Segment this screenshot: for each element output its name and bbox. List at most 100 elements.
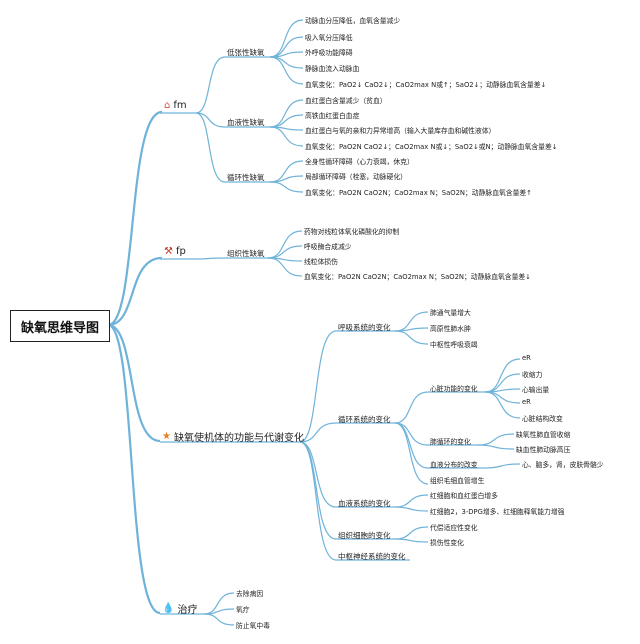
fm-connector-2 bbox=[195, 112, 226, 183]
branch-treat-label: 治疗 bbox=[177, 605, 198, 616]
root-connector-3 bbox=[107, 323, 161, 615]
hypo-leaf-4 bbox=[269, 56, 304, 85]
blood-leaf-1 bbox=[394, 506, 429, 512]
tissue-leaf-0 bbox=[394, 526, 429, 540]
root-connector-1 bbox=[107, 256, 163, 327]
branch-fm[interactable]: ⌂ fm bbox=[164, 100, 187, 111]
sub-respiratory[interactable]: 呼吸系统的变化 bbox=[338, 323, 391, 332]
sub-hypotonic[interactable]: 低张性缺氧 bbox=[227, 48, 265, 57]
lung-leaf-0 bbox=[477, 433, 515, 446]
root-connector-2 bbox=[107, 323, 161, 443]
changes-connector-1 bbox=[299, 422, 337, 443]
sub-cns[interactable]: 中枢神经系统的变化 bbox=[338, 552, 406, 561]
branch-changes[interactable]: ★ 缺氧使机体的功能与代谢变化 bbox=[162, 429, 304, 444]
leaf-tissue-0: 代偿适应性变化 bbox=[430, 524, 478, 532]
star-icon: ★ bbox=[162, 430, 171, 442]
leaf-resp-2: 中枢性呼吸衰竭 bbox=[430, 341, 478, 349]
histo-leaf-3 bbox=[267, 257, 303, 277]
heart-leaf-0 bbox=[484, 358, 521, 393]
leaf-tissue-1: 损伤性变化 bbox=[430, 539, 464, 547]
circ-leaf-2 bbox=[269, 181, 304, 193]
leaf-treat-1: 氧疗 bbox=[236, 606, 250, 614]
histo-leaf-1 bbox=[267, 245, 303, 259]
leaf-blood-1: 红细胞2，3-DPG增多、红细胞释氧能力增强 bbox=[430, 508, 565, 516]
leaf-histo-3: 血氧变化：PaO2N CaO2N；CaO2max N；SaO2N；动静脉血氧含量… bbox=[304, 273, 531, 281]
leaf-hemic-3: 血氧变化：PaO2N CaO2↓；CaO2max N或↓；SaO2↓或N；动静脉… bbox=[305, 143, 558, 151]
leaf-lung-1: 缺血性肺动脉高压 bbox=[516, 446, 571, 454]
circsys-connector-0 bbox=[394, 391, 429, 424]
tissue-leaf-1 bbox=[394, 538, 429, 543]
leaf-resp-0: 肺通气量增大 bbox=[430, 309, 471, 317]
blood-leaf-0 bbox=[394, 494, 429, 508]
leaf-heart-4: 心脏结构改变 bbox=[522, 415, 563, 423]
root-connector-0 bbox=[107, 110, 163, 327]
circsys-connector-3 bbox=[394, 422, 429, 485]
leaf-hemic-1: 高铁血红蛋白血症 bbox=[305, 112, 360, 120]
leaf-hypotonic-0: 动脉血分压降低，血氧含量减少 bbox=[305, 17, 401, 25]
histo-leaf-0 bbox=[267, 230, 303, 259]
leaf-blood-0: 红细胞和血红蛋白增多 bbox=[430, 492, 498, 500]
leaf-hypotonic-2: 外呼吸功能障碍 bbox=[305, 49, 353, 57]
heart-leaf-4 bbox=[484, 391, 521, 419]
leaf-capillary: 组织毛细血管增生 bbox=[430, 477, 485, 485]
lung-leaf-1 bbox=[477, 444, 515, 450]
leaf-circ-2: 血氧变化：PaO2N CaO2N；CaO2max N；SaO2N；动静脉血氧含量… bbox=[305, 189, 532, 197]
changes-connector-3 bbox=[299, 441, 337, 540]
resp-leaf-1 bbox=[394, 327, 429, 332]
leaf-treat-0: 去除病因 bbox=[236, 590, 264, 598]
sub-circulatory[interactable]: 循环性缺氧 bbox=[227, 173, 265, 182]
sub-blood-system[interactable]: 血液系统的变化 bbox=[338, 499, 391, 508]
flow-leaf bbox=[484, 463, 521, 469]
fp-connector bbox=[195, 257, 226, 260]
hypo-leaf-0 bbox=[269, 19, 304, 58]
sub-hemic[interactable]: 血液性缺氧 bbox=[227, 118, 265, 127]
sub-circulation-system[interactable]: 循环系统的变化 bbox=[338, 415, 391, 424]
drop-icon: 💧 bbox=[162, 602, 175, 614]
leaf-lung-0: 缺氧性肺血管收缩 bbox=[516, 431, 571, 439]
resp-leaf-2 bbox=[394, 330, 429, 345]
leaf-hypotonic-1: 吸入氧分压降低 bbox=[305, 34, 353, 42]
sub-blood-distribution[interactable]: 血液分布的改变 bbox=[430, 461, 478, 469]
tools-icon: ⚒ bbox=[164, 245, 173, 257]
leaf-heart-0: eR bbox=[522, 354, 531, 362]
branch-fm-label: fm bbox=[173, 100, 187, 111]
leaf-circ-0: 全身性循环障碍（心力衰竭，休克） bbox=[305, 158, 414, 166]
sub-pulmonary[interactable]: 肺循环的变化 bbox=[430, 438, 471, 446]
treat-leaf-1 bbox=[203, 608, 235, 615]
leaf-hypotonic-3: 静脉血流入动脉血 bbox=[305, 65, 360, 73]
leaf-resp-1: 高原性肺水肿 bbox=[430, 325, 471, 333]
leaf-hemic-0: 血红蛋白含量减少（贫血） bbox=[305, 97, 387, 105]
hemic-leaf-3 bbox=[269, 126, 304, 147]
hemic-leaf-0 bbox=[269, 99, 304, 128]
branch-fp-label: fp bbox=[175, 246, 186, 257]
root-node[interactable]: 缺氧思维导图 bbox=[10, 310, 110, 342]
leaf-hypotonic-4: 血氧变化：PaO2↓ CaO2↓；CaO2max N或↑；SaO2↓；动静脉血氧… bbox=[305, 81, 547, 89]
branch-treat[interactable]: 💧 治疗 bbox=[162, 601, 197, 616]
branch-fp[interactable]: ⚒ fp bbox=[164, 246, 186, 257]
sub-tissue-cell[interactable]: 组织细胞的变化 bbox=[338, 531, 391, 540]
leaf-treat-2: 防止氧中毒 bbox=[236, 622, 270, 630]
leaf-histo-0: 药物对线粒体氧化磷酸化的抑制 bbox=[304, 228, 400, 236]
leaf-heart-2: 心输出量 bbox=[522, 386, 550, 394]
sub-histotoxic[interactable]: 组织性缺氧 bbox=[227, 249, 265, 258]
branch-changes-label: 缺氧使机体的功能与代谢变化 bbox=[173, 433, 304, 444]
fm-connector-0 bbox=[195, 56, 226, 114]
leaf-heart-1: 收缩力 bbox=[522, 371, 543, 379]
home-icon: ⌂ bbox=[164, 99, 171, 111]
leaf-hemic-2: 血红蛋白与氧的亲和力异常增高（输入大量库存血和碱性液体） bbox=[305, 127, 496, 135]
fm-connector-1 bbox=[195, 112, 226, 128]
heart-leaf-3 bbox=[484, 391, 521, 404]
leaf-histo-2: 线粒体损伤 bbox=[304, 258, 338, 266]
changes-connector-0 bbox=[299, 330, 337, 443]
sub-heart[interactable]: 心脏功能的变化 bbox=[430, 385, 478, 393]
hypo-leaf-3 bbox=[269, 56, 304, 69]
circsys-connector-1 bbox=[394, 422, 429, 446]
changes-connector-4 bbox=[299, 441, 337, 561]
leaf-flow: 心、脑多，肾，皮肤骨骼少 bbox=[522, 461, 604, 469]
treat-leaf-2 bbox=[203, 613, 235, 626]
leaf-heart-3: eR bbox=[522, 398, 531, 406]
leaf-circ-1: 局部循环障碍（栓塞，动脉硬化） bbox=[305, 173, 407, 181]
leaf-histo-1: 呼吸酶合成减少 bbox=[304, 243, 352, 251]
